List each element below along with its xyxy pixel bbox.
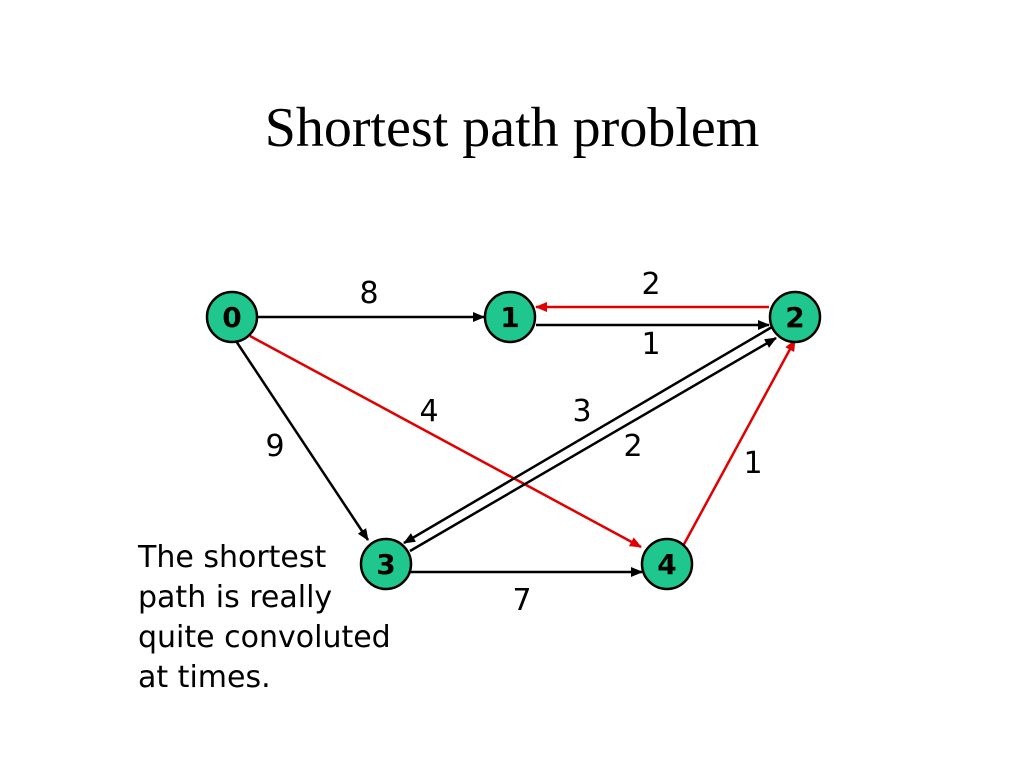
edge-3-2 <box>409 336 777 553</box>
edge-weight-1-2: 1 <box>641 327 660 362</box>
node-2-label: 2 <box>785 301 804 334</box>
edge-weight-0-1: 8 <box>359 276 378 311</box>
node-0-circle <box>205 290 259 344</box>
annotation-line: at times. <box>138 660 271 695</box>
node-3-label: 3 <box>376 548 395 581</box>
node-1-circle <box>483 290 537 344</box>
edge-0-3 <box>234 340 370 541</box>
node-4-label: 4 <box>657 548 676 581</box>
annotation-line: quite convoluted <box>138 620 391 655</box>
edge-weight-3-2: 2 <box>623 429 642 464</box>
edge-labels: 8 2 1 4 9 3 2 1 7 <box>265 267 762 618</box>
edge-2-3 <box>403 325 773 545</box>
edge-weight-0-4: 4 <box>419 394 438 429</box>
edge-weight-0-3: 9 <box>265 429 284 464</box>
annotation-text: The shortest path is really quite convol… <box>138 538 398 698</box>
edge-weight-4-2: 1 <box>743 446 762 481</box>
node-3: 3 <box>359 537 413 591</box>
edge-4-2 <box>681 339 797 547</box>
node-0-label: 0 <box>222 301 241 334</box>
node-3-circle <box>359 537 413 591</box>
node-2-circle <box>768 290 822 344</box>
node-0: 0 <box>205 290 259 344</box>
node-4-circle <box>640 537 694 591</box>
edges <box>234 302 797 577</box>
node-2: 2 <box>768 290 822 344</box>
nodes: 0 1 2 3 4 <box>205 290 822 591</box>
node-1-label: 1 <box>500 301 519 334</box>
node-4: 4 <box>640 537 694 591</box>
annotation-line: path is really <box>138 580 333 615</box>
annotation-line: The shortest <box>138 540 327 575</box>
edge-weight-3-4: 7 <box>512 583 531 618</box>
node-1: 1 <box>483 290 537 344</box>
edge-weight-2-3: 3 <box>572 394 591 429</box>
edge-weight-2-1: 2 <box>641 267 660 302</box>
edge-0-4 <box>249 334 642 549</box>
slide-title: Shortest path problem <box>264 97 760 159</box>
